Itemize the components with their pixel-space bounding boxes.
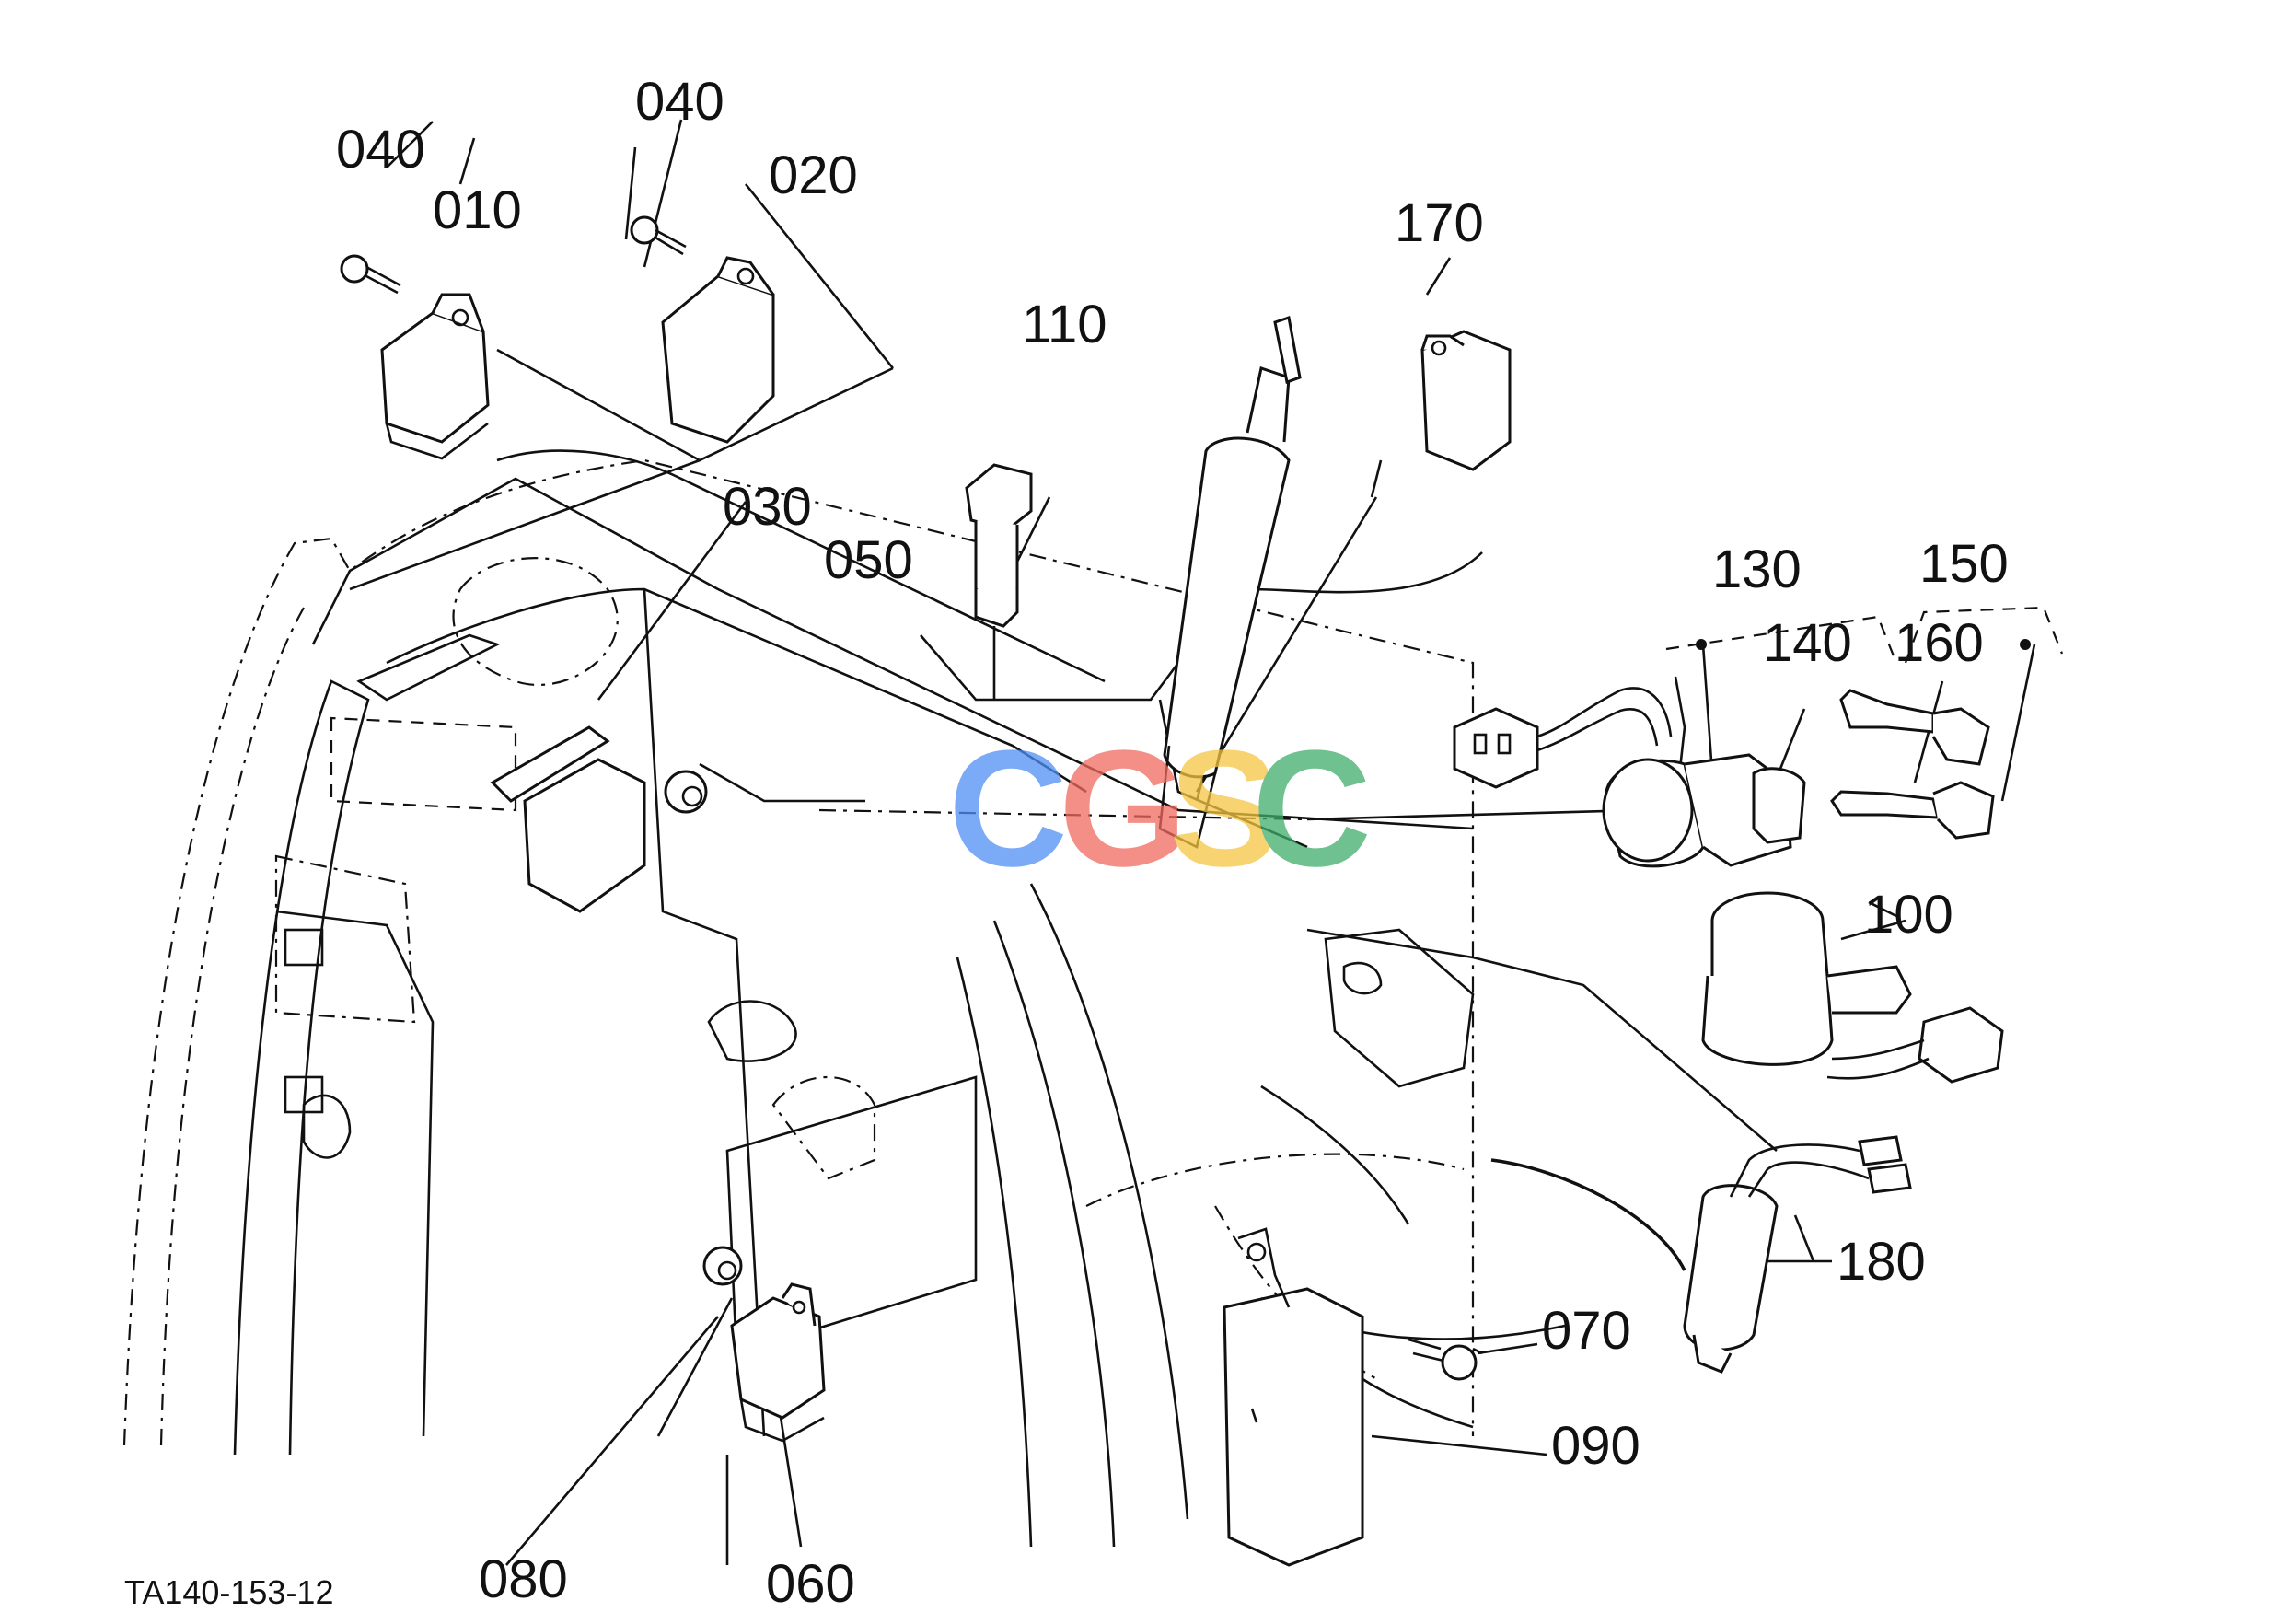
- label-140: 140: [1763, 613, 1852, 673]
- label-110: 110: [1022, 295, 1107, 354]
- label-170: 170: [1395, 193, 1484, 253]
- label-030: 030: [723, 477, 812, 537]
- part-110-switch: [965, 463, 1033, 628]
- label-070: 070: [1542, 1301, 1631, 1361]
- watermark-letter-2: G: [1059, 716, 1188, 901]
- label-040-a: 040: [336, 120, 425, 180]
- part-170-relay: [1420, 330, 1512, 471]
- label-100: 100: [1864, 885, 1953, 945]
- antenna-unit: [1158, 316, 1302, 849]
- label-130: 130: [1712, 539, 1802, 599]
- watermark-letter-4: C: [1252, 716, 1372, 901]
- label-080: 080: [479, 1549, 568, 1609]
- label-150: 150: [1919, 534, 2009, 594]
- label-020: 020: [769, 145, 858, 205]
- label-040-b: 040: [635, 72, 724, 132]
- part-070-screw: [1408, 1338, 1478, 1381]
- figure-code: TA140-153-12: [124, 1573, 333, 1611]
- part-060-relay: [730, 1282, 826, 1443]
- watermark-letter-3: S: [1169, 716, 1280, 901]
- part-130-key-switch: [1453, 687, 1792, 868]
- part-090-unit: [1223, 1227, 1364, 1567]
- watermark-letter-1: C: [948, 716, 1068, 901]
- part-040b-screw: [630, 215, 687, 256]
- part-100-rotary-switch: [1701, 891, 2004, 1084]
- label-060: 060: [766, 1554, 855, 1614]
- label-010: 010: [433, 180, 522, 240]
- part-010-relay: [380, 293, 490, 460]
- label-050: 050: [824, 530, 913, 590]
- part-number-labels: 040 010 040 020 110 170 030 050 130 150 …: [124, 72, 2009, 1614]
- part-080-nut: [702, 1246, 743, 1286]
- part-030-relay: [490, 725, 646, 913]
- label-090: 090: [1551, 1416, 1640, 1476]
- part-180-sensor: [1683, 1135, 1912, 1374]
- dashboard-panel: [122, 449, 1475, 1548]
- part-140-switch-cap: [1752, 767, 1806, 844]
- label-180: 180: [1837, 1232, 1926, 1292]
- part-020-relay: [661, 256, 775, 444]
- part-040a-screw: [340, 254, 401, 295]
- part-050-nut: [664, 770, 708, 814]
- part-160-keys: [1830, 689, 1995, 840]
- watermark: C G S C: [948, 716, 1372, 901]
- label-160: 160: [1895, 613, 1984, 673]
